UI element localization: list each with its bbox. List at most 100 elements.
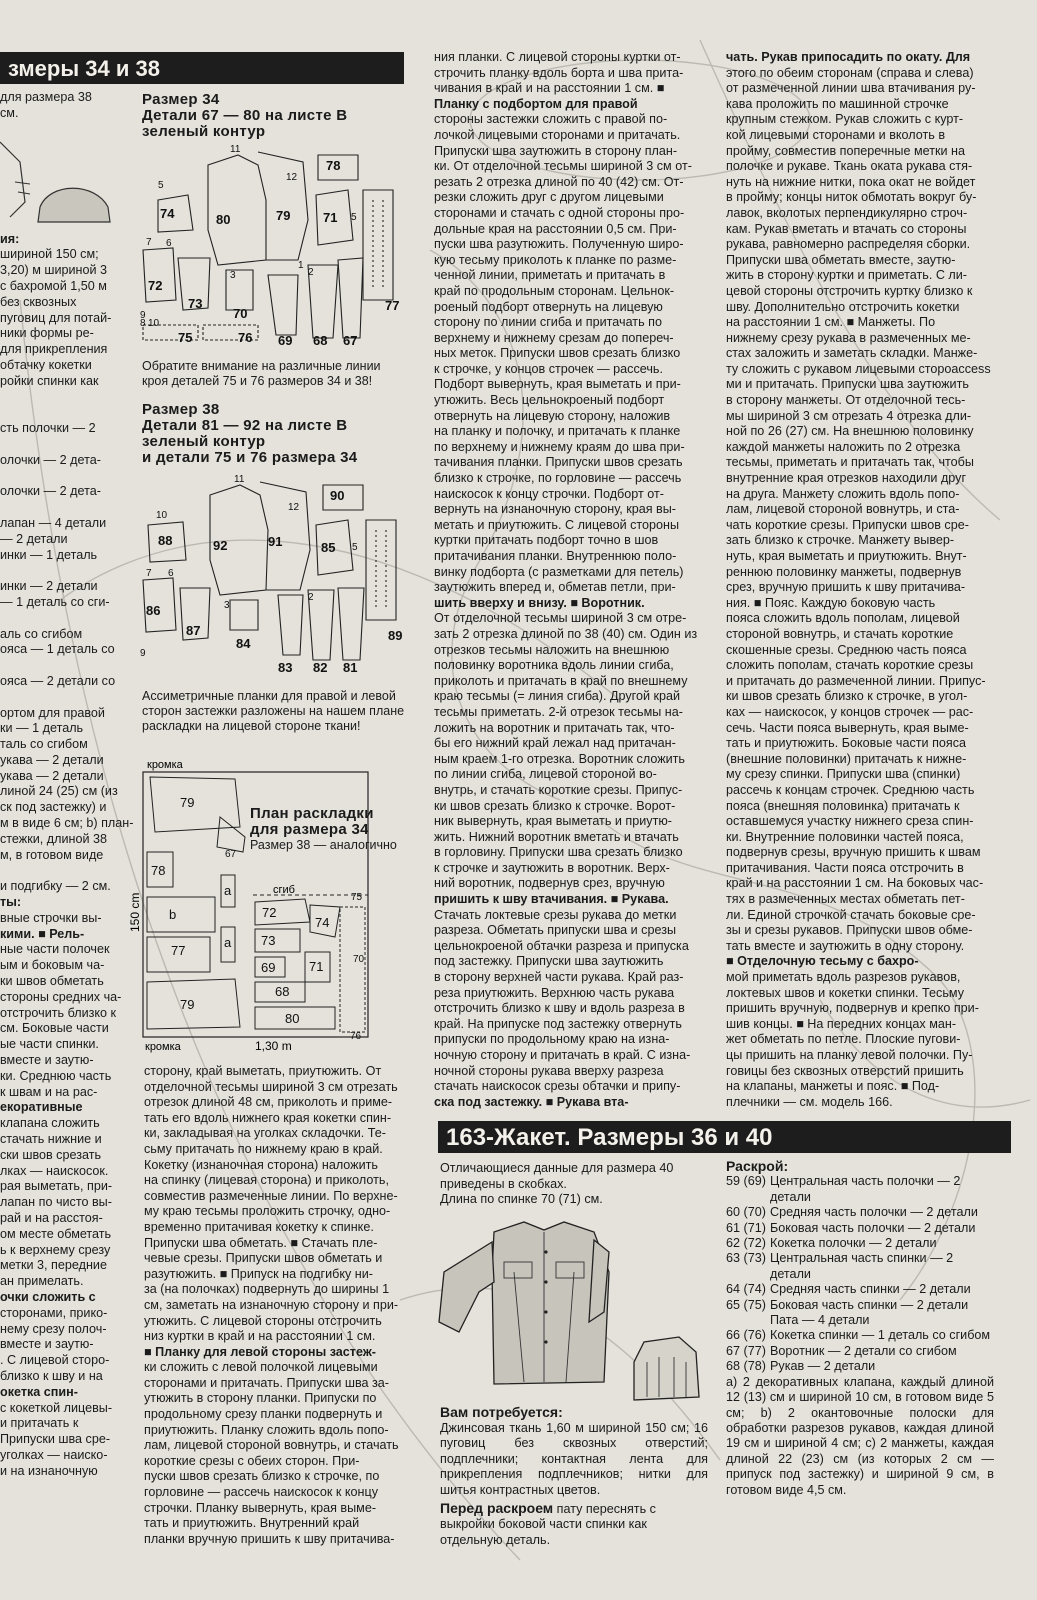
text-line: тях в размеченных местах обметать пет- [726,892,965,907]
jacket-materials: Вам потребуется: Джинсовая ткань 1,60 м … [440,1404,708,1548]
text-line: лочкой лицевыми сторонами и притачать. [434,127,681,142]
left-line: вные строчки вы- [0,910,102,925]
text-line: в сторону верхней части рукава. Край раз… [434,970,684,985]
text-line: бы его нижний край лежал над притачан- [434,736,676,751]
left-line: ты: [0,895,22,910]
cutting-item: 61 (71)Боковая часть полочки — 2 детали [726,1220,976,1235]
text-line: ным краем 1-го отрезка. Воротник сложить [434,751,685,766]
svg-text:5: 5 [158,180,164,191]
text-line: продольному срезу планки подвернуть и [144,1407,383,1422]
svg-text:5: 5 [351,212,357,223]
left-line: Припуски шва сре- [0,1432,111,1447]
svg-text:74: 74 [160,206,175,221]
size38-heading: Размер 38 Детали 81 — 92 на листе В зеле… [142,402,412,466]
left-line: ск под застежку) и [0,800,107,815]
text-line: дольные края на расстоянии 0,5 см. При- [434,221,677,236]
svg-text:67: 67 [343,333,357,348]
text-line: пояса сложить вдоль пополам, лицевой [726,611,960,626]
left-line: очки сложить с [0,1289,96,1304]
text-line: низ куртки в край и на расстоянии 1 см. [144,1329,376,1344]
svg-text:12: 12 [288,502,300,513]
text-line: кава проложить по машинной строчке [726,96,949,111]
left-line: сть полочки — 2 [0,421,96,436]
left-line: см. Боковые части [0,1021,109,1036]
svg-text:10: 10 [148,318,160,329]
svg-text:76: 76 [350,1031,362,1042]
text-line: сьму притачать по нижнему краю в край. [144,1141,383,1156]
size34-line1: Детали 67 — 80 на листе В [142,107,348,124]
text-line: внутренние края отрезков находили друг [726,471,967,486]
svg-text:89: 89 [388,628,402,643]
text-line: утюжить. С лицевой стороны отстрочить [144,1313,382,1328]
svg-text:11: 11 [234,474,245,485]
svg-text:3: 3 [230,270,236,281]
left-line: ь к верхнему срезу [0,1242,111,1257]
left-line: ан примелать. [0,1274,84,1289]
left-line: стороны средних ча- [0,989,122,1004]
text-line: половинку воротника вдоль линии сгиба, [434,658,674,673]
text-line: пуски швов срезать близко к строчке, по [144,1469,380,1484]
text-line: му краю тесьмы проложить строчку, одно- [144,1204,391,1219]
text-line: тачивания планки. Припуски швов срезать [434,455,683,470]
svg-text:72: 72 [262,905,276,920]
left-line: для размера 38 [0,90,92,104]
text-line: отрезков тесьмы наложить на внешнюю [434,642,670,657]
left-line: ски швов срезать [0,1147,102,1162]
layout-plan-title1: План раскладки [250,805,374,822]
svg-text:7: 7 [146,237,152,248]
jacket-illustration [434,1212,714,1402]
text-line: к строчке и заутюжить в воротник. Верх- [434,860,670,875]
text-line: чать короткие срезы. Припуски швов сре- [726,517,969,532]
svg-text:12: 12 [286,172,298,183]
text-line: резать 2 отрезка длиной по 40 (42) см. О… [434,174,684,189]
svg-text:92: 92 [213,538,227,553]
text-line: совместив размеченные линии. По верхне- [144,1188,398,1203]
jacket-intro-line: Длина по спинке 70 (71) см. [440,1192,603,1207]
svg-text:3: 3 [224,600,230,611]
svg-text:6: 6 [168,568,174,579]
text-line: отделочной тесьмы шириной 3 см отрезать [144,1079,398,1094]
left-line: ные части полочек [0,942,110,957]
text-line: пришить к шву втачивания. ■ Рукава. [434,892,669,907]
cutting-item: 67 (77)Воротник — 2 детали со сгибом [726,1343,957,1358]
left-line: укава — 2 детали [0,752,104,767]
left-line: рая выметать, при- [0,1179,113,1194]
text-line: Стачать локтевые срезы рукава до метки [434,907,677,922]
text-line: на расстоянии 1 см. ■ Манжеты. По [726,315,936,330]
left-line: см. [0,105,19,120]
left-line: ки. Среднюю часть [0,1068,112,1083]
left-line: ройки спинки как [0,373,99,388]
svg-text:69: 69 [278,333,292,348]
text-line: пройму, совместив поперечные метки на [726,143,965,158]
svg-text:8: 8 [140,318,146,329]
text-line: приколоть и притачать в край по внешнему [434,673,688,688]
text-line: близко к строчке, по горловине — рассечь [434,471,682,486]
text-line: скошенные срезы. Среднюю часть пояса [726,642,967,657]
svg-text:81: 81 [343,660,357,675]
size34-heading: Размер 34 Детали 67 — 80 на листе В зеле… [142,92,412,140]
text-line: пуски шва разутюжить. Полученную широ- [434,237,684,252]
text-line: жить. Нижний воротник вметать и втачать [434,829,679,844]
layout-plan-subtitle: Размер 38 — аналогично [250,838,397,852]
left-line: и на изнаночную [0,1463,98,1478]
sgib-label: сгиб [273,884,295,896]
text-line: припуски по продольному краю на изна- [434,1032,670,1047]
text-line: Подборт вывернуть, края выметать и при- [434,377,681,392]
text-line: оставшемуся участку нижнего среза спин- [726,814,974,829]
svg-text:76: 76 [238,330,252,345]
text-line: (внешние половинки) притачать к нижне- [726,751,967,766]
svg-text:71: 71 [309,959,323,974]
layout-plan-caption: План раскладки для размера 34 Размер 38 … [250,806,410,853]
cutting-extra: а) 2 декоративных клапана, каждый длиной… [726,1374,994,1497]
text-line: под застежку. Припуски шва заутюжить [434,954,664,969]
text-line: мой приметать вдоль разрезов рукавов, [726,970,961,985]
text-line: чивания в край и на расстоянии 1 см. ■ [434,81,665,96]
text-line: нижнему срезу рукава в размеченных ме- [726,330,971,345]
text-line: верхнему и нижнему срезам до попереч- [434,330,674,345]
text-line: наискосок к концу строчки. Подборт от- [434,486,664,501]
text-line: кой лицевыми сторонами и вколоть в [726,127,946,142]
text-line: резки сложить друг с другом лицевыми [434,190,664,205]
text-line: сторонами и стачать с одной стороны про- [434,205,685,220]
layout-width-label: 1,30 m [255,1039,292,1053]
